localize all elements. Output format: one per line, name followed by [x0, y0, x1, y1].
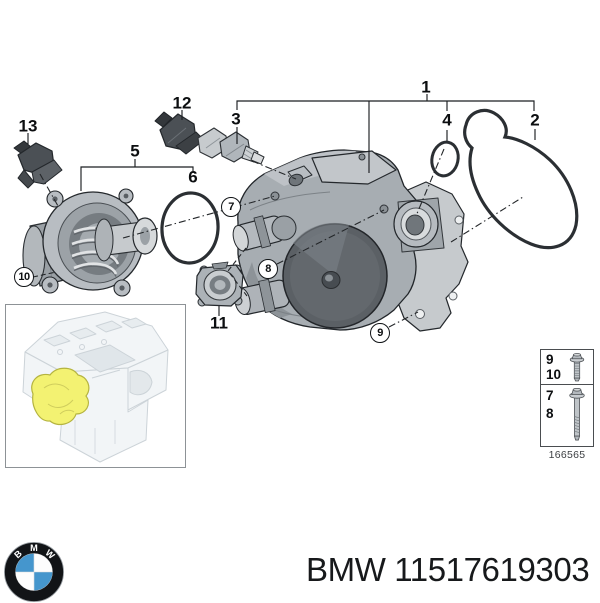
callout-6: 6	[188, 167, 198, 187]
part-number: 11517619303	[394, 551, 590, 588]
callout-8: 8	[258, 259, 278, 279]
logo-quadrant-blue	[34, 572, 53, 591]
callout-5: 5	[130, 141, 140, 161]
part-title: BMW 11517619303	[306, 551, 590, 589]
o-ring-small	[430, 140, 460, 178]
callout-1: 1	[421, 77, 431, 97]
callout-10: 10	[14, 267, 34, 287]
bmw-logo: B M W	[4, 542, 64, 602]
ghost-engine	[22, 311, 169, 463]
water-pump	[232, 149, 469, 332]
profile-gasket	[463, 108, 579, 250]
callout-7: 7	[221, 197, 241, 217]
fastener-legend: 9 10 7 8	[540, 349, 594, 447]
callout-9: 9	[370, 323, 390, 343]
legend-label: 7	[546, 388, 554, 403]
connection-flange	[195, 261, 244, 307]
drawing-number: 166565	[548, 449, 586, 461]
brand-name: BMW	[306, 551, 386, 588]
callout-3: 3	[231, 109, 241, 129]
logo-letter: B	[12, 548, 24, 560]
thermostat	[22, 188, 158, 297]
logo-quadrant-white	[34, 553, 53, 572]
leader-lines	[27, 94, 536, 328]
short-bolt-icon	[569, 352, 585, 381]
pump-highlight	[31, 367, 90, 426]
legend-row-long-bolts: 7 8	[541, 384, 593, 446]
o-ring-large	[160, 191, 220, 265]
callout-4: 4	[442, 110, 452, 130]
callout-2: 2	[530, 110, 540, 130]
temperature-sensor	[154, 111, 229, 159]
logo-quadrant-blue	[15, 553, 34, 572]
pressure-sensor	[13, 140, 63, 189]
long-bolt-icon	[569, 388, 585, 441]
legend-label: 9	[546, 352, 554, 367]
engine-inset	[5, 304, 186, 468]
callout-13: 13	[18, 116, 38, 136]
legend-label: 10	[546, 367, 562, 382]
logo-letter: M	[30, 543, 38, 553]
pump-highlight-detail	[43, 383, 75, 415]
callout-12: 12	[172, 93, 192, 113]
logo-quadrant-white	[15, 572, 34, 591]
callout-11: 11	[210, 313, 228, 333]
legend-label: 8	[546, 406, 554, 421]
legend-row-short-bolts: 9 10	[541, 350, 593, 384]
